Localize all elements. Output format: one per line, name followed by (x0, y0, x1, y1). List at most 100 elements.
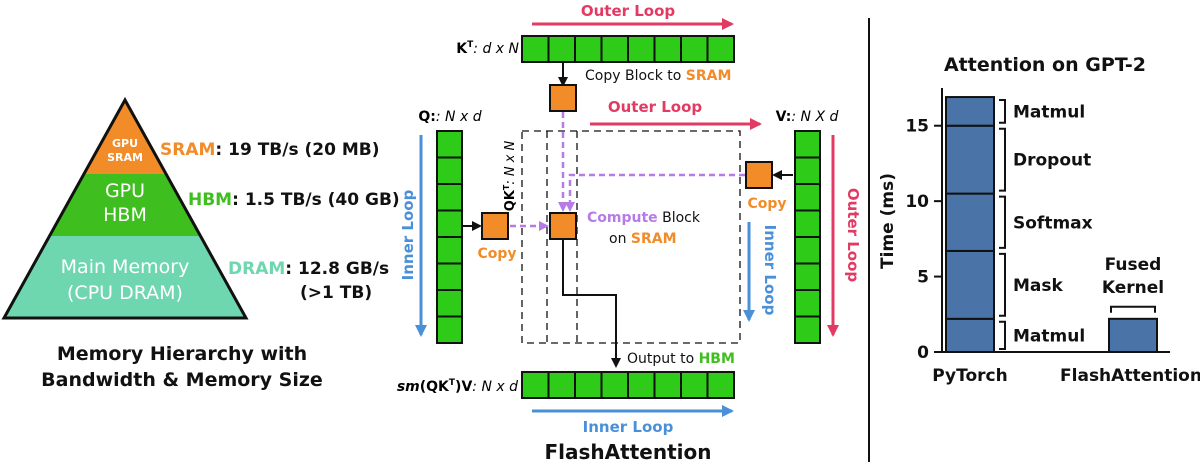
bar-segment-dropout (945, 124, 995, 195)
segment-bracket (999, 320, 1006, 350)
inner-loop-right-label: Inner Loop (761, 225, 779, 316)
copy-block-label: Copy Block to SRAM (585, 68, 731, 84)
bar-segment-softmax (945, 192, 995, 252)
chart-title: Attention on GPT-2 (944, 54, 1146, 76)
kt-cell (653, 35, 682, 63)
purple-v-to-compute (565, 173, 745, 212)
outer-loop-top-label: Outer Loop (581, 2, 676, 20)
compute-sram-block (549, 212, 577, 240)
pyramid-bottom-label-line1: Main Memory (61, 256, 190, 278)
q-cell (436, 156, 463, 185)
y-tick-label: 15 (905, 117, 929, 137)
inner-loop-bottom-label: Inner Loop (583, 418, 674, 436)
bar-segment-matmul (945, 96, 995, 127)
hbm-spec: HBM: 1.5 TB/s (40 GB) (188, 190, 400, 210)
flashattention-caption: FlashAttention (545, 440, 712, 464)
pyramid-mid-label-line1: GPU (105, 180, 145, 202)
kt-cell (600, 35, 629, 63)
output-arrow (562, 240, 621, 368)
qkt-matrix-box (521, 130, 741, 344)
output-cell (680, 371, 709, 399)
qkt-label: QKT: N x N (502, 140, 518, 211)
output-cell (627, 371, 656, 399)
kt-cell (547, 35, 576, 63)
output-label: Output to HBM (627, 351, 735, 367)
segment-label: Matmul (1013, 326, 1085, 346)
pyramid-top-sram (83, 100, 167, 174)
dram-spec-size: (>1 TB) (300, 283, 372, 303)
output-cell (653, 371, 682, 399)
bar-segment-matmul (945, 317, 995, 354)
segment-bracket (999, 195, 1006, 249)
copy-right-label: Copy (747, 196, 786, 212)
v-cell (794, 209, 821, 238)
q-cell (436, 183, 463, 212)
pyramid-top-label-line2: SRAM (107, 151, 143, 164)
q-cell (436, 209, 463, 238)
v-column (794, 130, 821, 344)
y-tick-label: 5 (917, 268, 929, 288)
y-tick-label: 10 (905, 192, 929, 212)
q-cell (436, 262, 463, 291)
x-category-label: FlashAttention (1060, 366, 1200, 386)
v-cell (794, 183, 821, 212)
sram-spec: SRAM: 19 TB/s (20 MB) (160, 140, 380, 160)
attention-chart: Attention on GPT-2 Time (ms) 0 5 10 15 Matm… (878, 54, 1200, 386)
kt-cell (706, 35, 735, 63)
chart-bars: MatmulMaskSoftmaxDropoutMatmulFusedKerne… (932, 96, 1200, 386)
compute-label-line1: Compute Block (587, 210, 701, 226)
compute-label-line2: on SRAM (609, 231, 677, 247)
sm-label: sm(QKT)V: N x d (397, 378, 518, 395)
pyramid-outline (1, 96, 249, 320)
segment-label: Softmax (1013, 213, 1093, 233)
output-row (521, 371, 735, 399)
pyramid-middle-hbm (49, 174, 201, 236)
q-cell (436, 236, 463, 265)
v-cell (794, 315, 821, 344)
outer-loop-mid-label: Outer Loop (608, 98, 703, 116)
pyramid-top-label-line1: GPU (112, 137, 138, 150)
inner-loop-left-label: Inner Loop (399, 189, 417, 280)
output-cell (600, 371, 629, 399)
kt-cell (521, 35, 550, 63)
v-cell (794, 289, 821, 318)
kt-cell (574, 35, 603, 63)
y-tick-label: 0 (917, 343, 929, 363)
v-cell (794, 262, 821, 291)
chart-ylabel: Time (ms) (878, 173, 898, 269)
v-cell (794, 236, 821, 265)
v-label: V:: N X d (776, 109, 839, 125)
kt-cell (627, 35, 656, 63)
dram-spec: DRAM: 12.8 GB/s (228, 259, 389, 279)
chart-axes: 0 5 10 15 (905, 88, 1170, 363)
fused-label: Kernel (1102, 278, 1164, 298)
flashattention-panel: Outer Loop KT: d x N Copy Block to SRAM … (397, 2, 862, 464)
kt-cell (680, 35, 709, 63)
hierarchy-caption-line1: Memory Hierarchy with (57, 343, 307, 365)
output-cell (521, 371, 550, 399)
segment-bracket (999, 252, 1006, 317)
q-cell (436, 130, 463, 159)
pyramid-bottom-dram (4, 236, 246, 318)
hierarchy-caption-line2: Bandwidth & Memory Size (41, 369, 323, 391)
output-cell (706, 371, 735, 399)
output-cell (574, 371, 603, 399)
v-cell (794, 130, 821, 159)
v-cell (794, 156, 821, 185)
fused-bracket (1110, 305, 1156, 313)
segment-bracket (999, 99, 1006, 124)
kt-label: KT: d x N (456, 40, 519, 57)
q-label: Q:: N x d (418, 109, 481, 125)
v-sram-block (745, 161, 773, 189)
q-cell (436, 315, 463, 344)
fused-label: Fused (1105, 255, 1162, 275)
kt-row (521, 35, 735, 63)
outer-loop-right-label: Outer Loop (844, 188, 862, 283)
memory-hierarchy-panel: GPU SRAM GPU HBM Main Memory (CPU DRAM) … (1, 96, 400, 391)
q-cell (436, 289, 463, 318)
pyramid-bottom-label-line2: (CPU DRAM) (67, 282, 183, 304)
segment-label: Matmul (1013, 102, 1085, 122)
kt-sram-block (549, 84, 577, 112)
bar-fused-kernel (1108, 317, 1158, 354)
